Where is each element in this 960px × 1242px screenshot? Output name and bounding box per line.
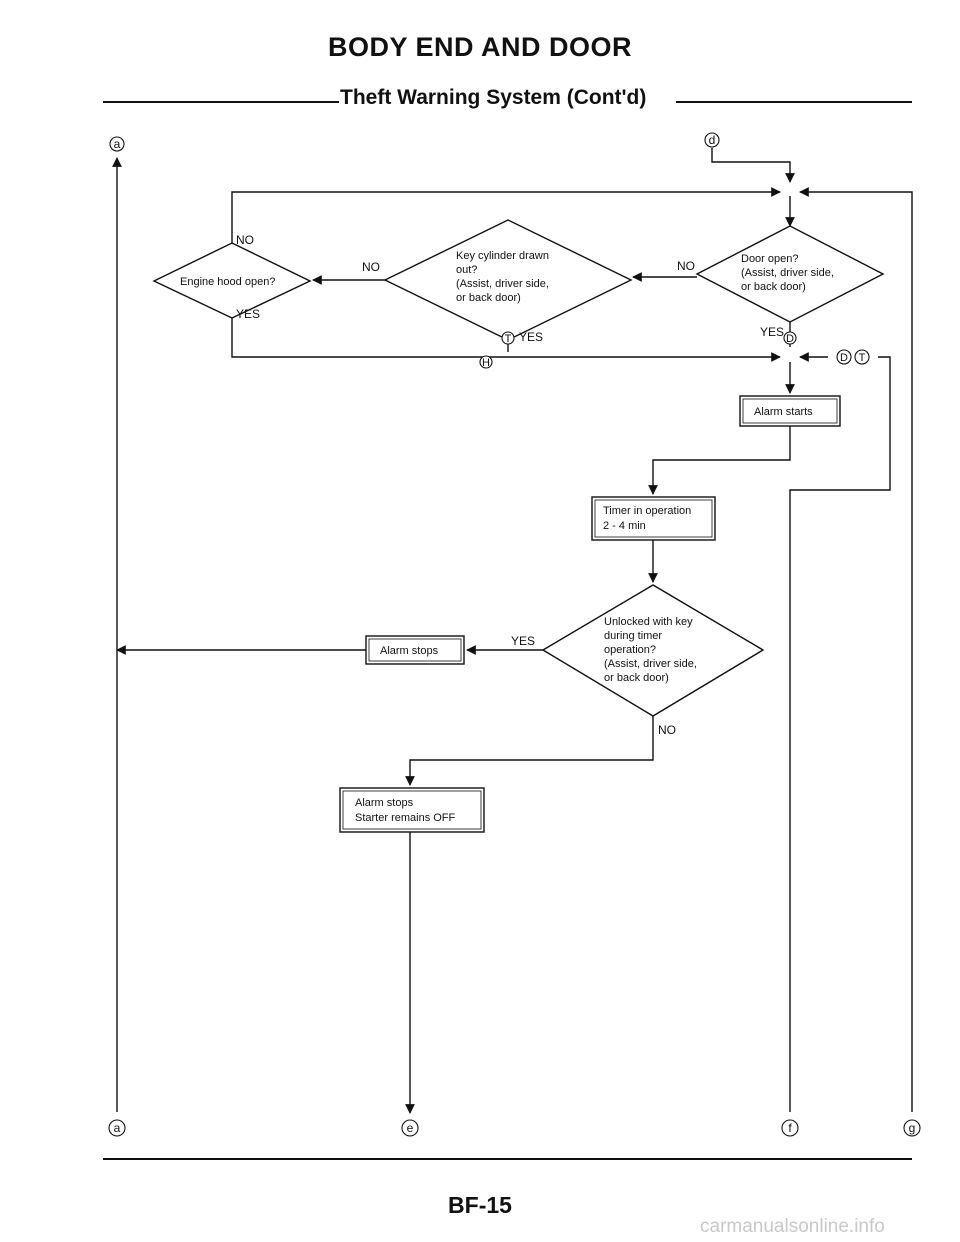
- svg-text:e: e: [407, 1121, 414, 1135]
- box-timer-line-2: 2 - 4 min: [603, 520, 646, 532]
- connector-d-return: D: [836, 349, 852, 365]
- flow-line-dt-return: [878, 356, 891, 370]
- flow-line-g-return: [799, 187, 913, 1112]
- header-rule-right: [676, 101, 912, 103]
- decision-door-line-2: (Assist, driver side,: [741, 267, 834, 279]
- connector-h: H: [479, 355, 493, 369]
- page-title: BODY END AND DOOR: [327, 32, 633, 62]
- decision-engine-hood-text: Engine hood open?: [180, 276, 275, 288]
- decision-unlocked-line-5: or back door): [604, 672, 669, 684]
- svg-text:g: g: [909, 1121, 916, 1135]
- label-yes-key: YES: [519, 330, 543, 344]
- label-yes-door: YES: [760, 325, 784, 339]
- svg-text:D: D: [786, 333, 794, 345]
- connector-d: d: [704, 132, 720, 148]
- box-timer: [591, 496, 716, 541]
- decision-unlocked-line-3: operation?: [604, 644, 656, 656]
- flow-line-top-loop: [231, 187, 781, 243]
- flow-line-no-unlocked: [405, 716, 654, 786]
- svg-text:f: f: [788, 1121, 792, 1135]
- box-timer-inner: [594, 499, 713, 538]
- svg-text:a: a: [114, 137, 121, 151]
- decision-unlocked-line-4: (Assist, driver side,: [604, 658, 697, 670]
- label-no-unlocked: NO: [658, 723, 676, 737]
- decision-engine-hood: [152, 242, 312, 319]
- label-yes-engine: YES: [236, 307, 260, 321]
- connector-e: e: [401, 1119, 419, 1137]
- box-alarm-stops-starter: [339, 787, 485, 833]
- connector-g: g: [903, 1119, 921, 1137]
- page-subtitle: Theft Warning System (Cont'd): [340, 86, 647, 109]
- box-timer-line-1: Timer in operation: [603, 505, 691, 517]
- label-yes-unlocked: YES: [511, 634, 535, 648]
- connector-t-key: T: [501, 331, 515, 345]
- connector-f: f: [781, 1119, 799, 1137]
- flow-line-f: [789, 370, 891, 1112]
- box-alarm-stops-starter-line-2: Starter remains OFF: [355, 812, 456, 824]
- svg-text:D: D: [840, 352, 848, 364]
- flow-line-to-timer: [648, 426, 791, 495]
- footer-rule: [103, 1158, 912, 1160]
- decision-key-cylinder-line-4: or back door): [456, 292, 521, 304]
- header-rule-left: [103, 101, 339, 103]
- decision-key-cylinder-line-2: out?: [456, 264, 477, 276]
- decision-unlocked-line-1: Unlocked with key: [604, 616, 693, 628]
- box-alarm-stops-inner: [368, 638, 462, 662]
- decision-key-cylinder-line-3: (Assist, driver side,: [456, 278, 549, 290]
- connector-t-return: T: [854, 349, 870, 365]
- box-alarm-stops-starter-inner: [342, 790, 482, 830]
- box-alarm-starts-inner: [742, 398, 838, 424]
- box-alarm-stops-text: Alarm stops: [380, 645, 439, 657]
- box-alarm-starts-text: Alarm starts: [754, 406, 813, 418]
- watermark: carmanualsonline.info: [700, 1216, 885, 1237]
- decision-door-line-1: Door open?: [741, 253, 799, 265]
- decision-key-cylinder-line-1: Key cylinder drawn: [456, 250, 549, 262]
- label-no-door: NO: [677, 259, 695, 273]
- flow-line-d: [711, 148, 795, 183]
- label-no-engine: NO: [236, 233, 254, 247]
- page-number: BF-15: [448, 1192, 512, 1218]
- decision-unlocked-key: [541, 584, 765, 717]
- svg-text:d: d: [709, 133, 716, 147]
- label-no-key: NO: [362, 260, 380, 274]
- connector-a-top: a: [109, 136, 125, 152]
- svg-text:a: a: [114, 1121, 121, 1135]
- svg-text:T: T: [859, 352, 866, 364]
- svg-text:H: H: [482, 357, 490, 369]
- box-alarm-stops-starter-line-1: Alarm stops: [355, 797, 414, 809]
- flow-line-yes-engine: [231, 318, 781, 362]
- connector-a-bottom: a: [108, 1119, 126, 1137]
- decision-key-cylinder: [383, 219, 633, 341]
- decision-unlocked-line-2: during timer: [604, 630, 662, 642]
- decision-door-open: [695, 225, 885, 323]
- svg-text:T: T: [505, 333, 512, 345]
- decision-door-line-3: or back door): [741, 281, 806, 293]
- connector-d-door: D: [783, 331, 797, 345]
